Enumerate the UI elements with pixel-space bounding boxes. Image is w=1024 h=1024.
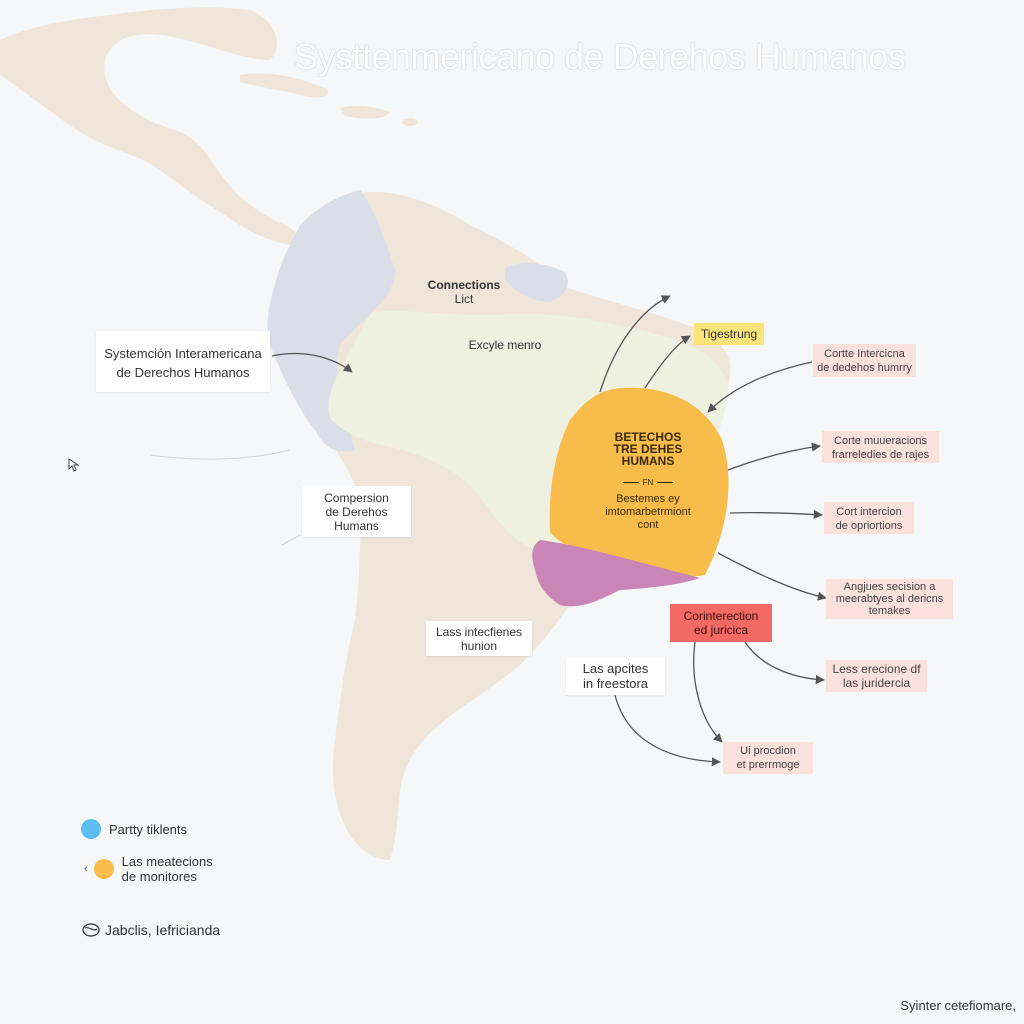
arrow-red-to-lower-1 — [744, 641, 825, 685]
lower-box-1-line1: Less erecione df — [832, 662, 921, 676]
arrow-red-to-lower-2 — [693, 641, 723, 743]
blob-body-line2: imtomarbetrmiont — [605, 506, 691, 518]
right-box-2: Corte muueracions frarreledies de rajes — [822, 431, 939, 463]
lower-box-1: Less erecione df las juridercia — [826, 660, 927, 692]
guide-arc — [149, 449, 291, 460]
red-box-line2: ed juricica — [693, 623, 749, 637]
caribbean-island-cuba — [240, 73, 329, 98]
caribbean-island-small — [402, 118, 418, 126]
map-title: Systtenmericano de Derehos Humanos — [294, 36, 906, 77]
arrow-up-1 — [599, 295, 671, 393]
comision-box: Compersion de Derehos Humans — [302, 486, 411, 537]
chevron-left-icon: ‹ — [84, 863, 88, 875]
apcites-box: Las apcites in freestora — [566, 657, 665, 695]
focus-region-orange — [549, 387, 729, 577]
lower-box-2-line1-text: Ui procdion — [740, 745, 796, 757]
lower-box-2: Less erecione df Ui procdion et prerrmog… — [723, 742, 813, 774]
arrow-right-4 — [717, 552, 827, 601]
globe-icon — [82, 923, 100, 937]
left-info-box: Systemción Interamericana de Derechos Hu… — [96, 331, 270, 392]
blob-separator: FN — [598, 478, 698, 487]
arrow-right-2 — [727, 442, 821, 471]
right-box-4-line2: meerabtyes al dericns — [835, 593, 944, 605]
right-box-4: Angjues secision a meerabtyes al dericns… — [826, 579, 953, 619]
blob-separator-text: FN — [642, 478, 654, 487]
region-northwest — [267, 190, 395, 452]
right-box-1-line2: de dedehos humrry — [817, 362, 912, 374]
label-connections-line2: Lict — [454, 292, 474, 306]
blob-body-line3: cont — [637, 519, 659, 531]
blue-circle-icon — [81, 819, 101, 839]
north-america-landmass — [0, 7, 297, 246]
arrow-right-1 — [707, 361, 813, 413]
comision-line1: Compersion — [324, 491, 389, 505]
source-line: Jabclis, Iefricianda — [81, 922, 220, 938]
arrow-up-tag — [644, 335, 691, 389]
right-box-4-line1: Angjues secision a — [843, 581, 936, 593]
right-box-3-line1: Cort intercion — [836, 506, 902, 518]
guide-arc-2 — [281, 534, 301, 546]
apcites-line1: Las apcites — [582, 661, 649, 676]
red-highlight-box: Corinterection ed juricica — [670, 604, 772, 642]
label-connections-line1: Connections — [427, 278, 501, 292]
tag-label: Tigestrung — [694, 323, 764, 345]
lower-box-2-line2: et prerrmoge — [736, 759, 800, 771]
red-box-line1: Corinterection — [683, 609, 759, 623]
arrow-apcites-to-lower — [614, 694, 721, 767]
legend-item-2-line1: Las meatecions — [121, 854, 213, 869]
legend-item-2-text: Las meatecions de monitores — [122, 854, 213, 884]
mouse-cursor-icon — [68, 458, 80, 472]
right-box-1: Cortte Intercicna de dedehos humrry — [813, 344, 916, 377]
blob-heading-line3: HUMANS — [621, 454, 675, 468]
footer-text: Syinter cetefiomare, — [900, 998, 1016, 1013]
blob-body-line1: Bestemes ey — [616, 493, 680, 505]
comision-line3: Humans — [334, 519, 379, 533]
arrow-left-box — [271, 352, 353, 373]
interfienes-line1: Lass intecfienes — [435, 625, 523, 639]
right-box-1-line1: Cortte Intercicna — [824, 348, 905, 360]
legend-item-1: Partty tiklents — [81, 819, 187, 839]
right-box-2-line1: Corte muueracions — [834, 435, 927, 447]
arrow-right-3 — [729, 509, 823, 520]
region-guianas — [505, 263, 568, 302]
lower-box-1-line2: las juridercia — [842, 676, 911, 690]
interfienes-line2: hunion — [460, 639, 498, 653]
legend-item-2-line2: de monitores — [121, 869, 197, 884]
right-box-4-line3: temakes — [868, 605, 911, 617]
comision-line2: de Derehos — [325, 505, 388, 519]
caribbean-island-hispaniola — [340, 105, 390, 119]
label-excyle: Excyle menro — [468, 338, 542, 352]
apcites-line2: in freestora — [582, 676, 649, 691]
blob-heading-line1: BETECHOS — [614, 430, 682, 444]
focus-region-purple — [532, 540, 700, 607]
right-box-2-line2: frarreledies de rajes — [831, 449, 930, 461]
left-info-line1: Systemción Interamericana — [104, 346, 262, 361]
interfienes-box: Lass intecfienes hunion — [426, 621, 532, 656]
orange-circle-icon — [93, 859, 114, 879]
blob-heading: BETECHOS TRE DEHES HUMANS — [588, 431, 708, 467]
source-text: Jabclis, Iefricianda — [105, 922, 221, 938]
legend-item-1-label: Partty tiklents — [109, 821, 188, 837]
right-box-3: Cort intercion de opriortions — [824, 502, 914, 534]
label-connections: Connections Lict — [424, 278, 504, 306]
right-box-3-line2: de opriortions — [835, 520, 903, 532]
legend-item-2: ‹ Las meatecions de monitores — [84, 854, 213, 884]
blob-heading-line2: TRE DEHES — [613, 442, 683, 456]
blob-body: Bestemes ey imtomarbetrmiont cont — [588, 493, 708, 532]
left-info-line2: de Derechos Humanos — [116, 365, 250, 380]
